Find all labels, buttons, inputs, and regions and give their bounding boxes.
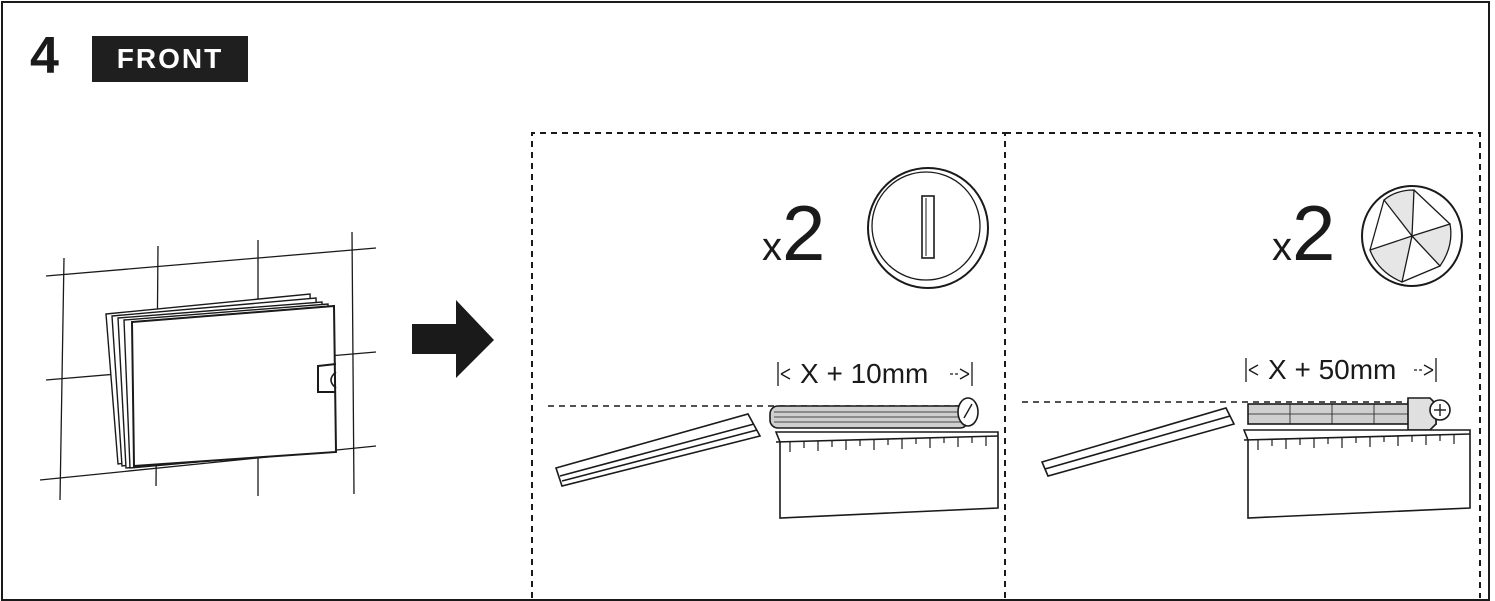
- quantity-label-1: x2: [762, 188, 825, 279]
- dimension-marker-2: [1245, 358, 1437, 382]
- dashed-panel-borders: [531, 132, 1481, 598]
- quantity-label-2: x2: [1272, 188, 1335, 279]
- mounting-rod-10mm-icon: [769, 397, 979, 429]
- quantity-prefix: x: [1272, 225, 1292, 269]
- dimension-label-2: X + 50mm: [1268, 354, 1397, 385]
- tri-wing-screw-head-icon: [1361, 185, 1463, 287]
- dimension-marker-1: [777, 362, 973, 386]
- step-number: 4: [30, 27, 59, 85]
- right-panel-border: [1005, 132, 1481, 598]
- measuring-ruler-2: [1242, 429, 1471, 519]
- dimension-label-1: X + 10mm: [800, 358, 929, 389]
- cut-square-rod-icon: [1040, 407, 1236, 477]
- quantity-prefix: x: [762, 225, 782, 269]
- slotted-screw-head-icon: [867, 167, 989, 289]
- cut-rod-icon: [554, 413, 762, 487]
- distribution-board-icon: [105, 293, 338, 469]
- measuring-ruler-1: [774, 431, 999, 519]
- quantity-value: 2: [1292, 189, 1336, 277]
- step-label-badge: FRONT: [92, 36, 248, 82]
- right-arrow-icon: [412, 300, 494, 378]
- quantity-value: 2: [782, 189, 826, 277]
- left-panel-border: [531, 132, 1006, 598]
- mounting-rod-50mm-icon: [1247, 397, 1451, 431]
